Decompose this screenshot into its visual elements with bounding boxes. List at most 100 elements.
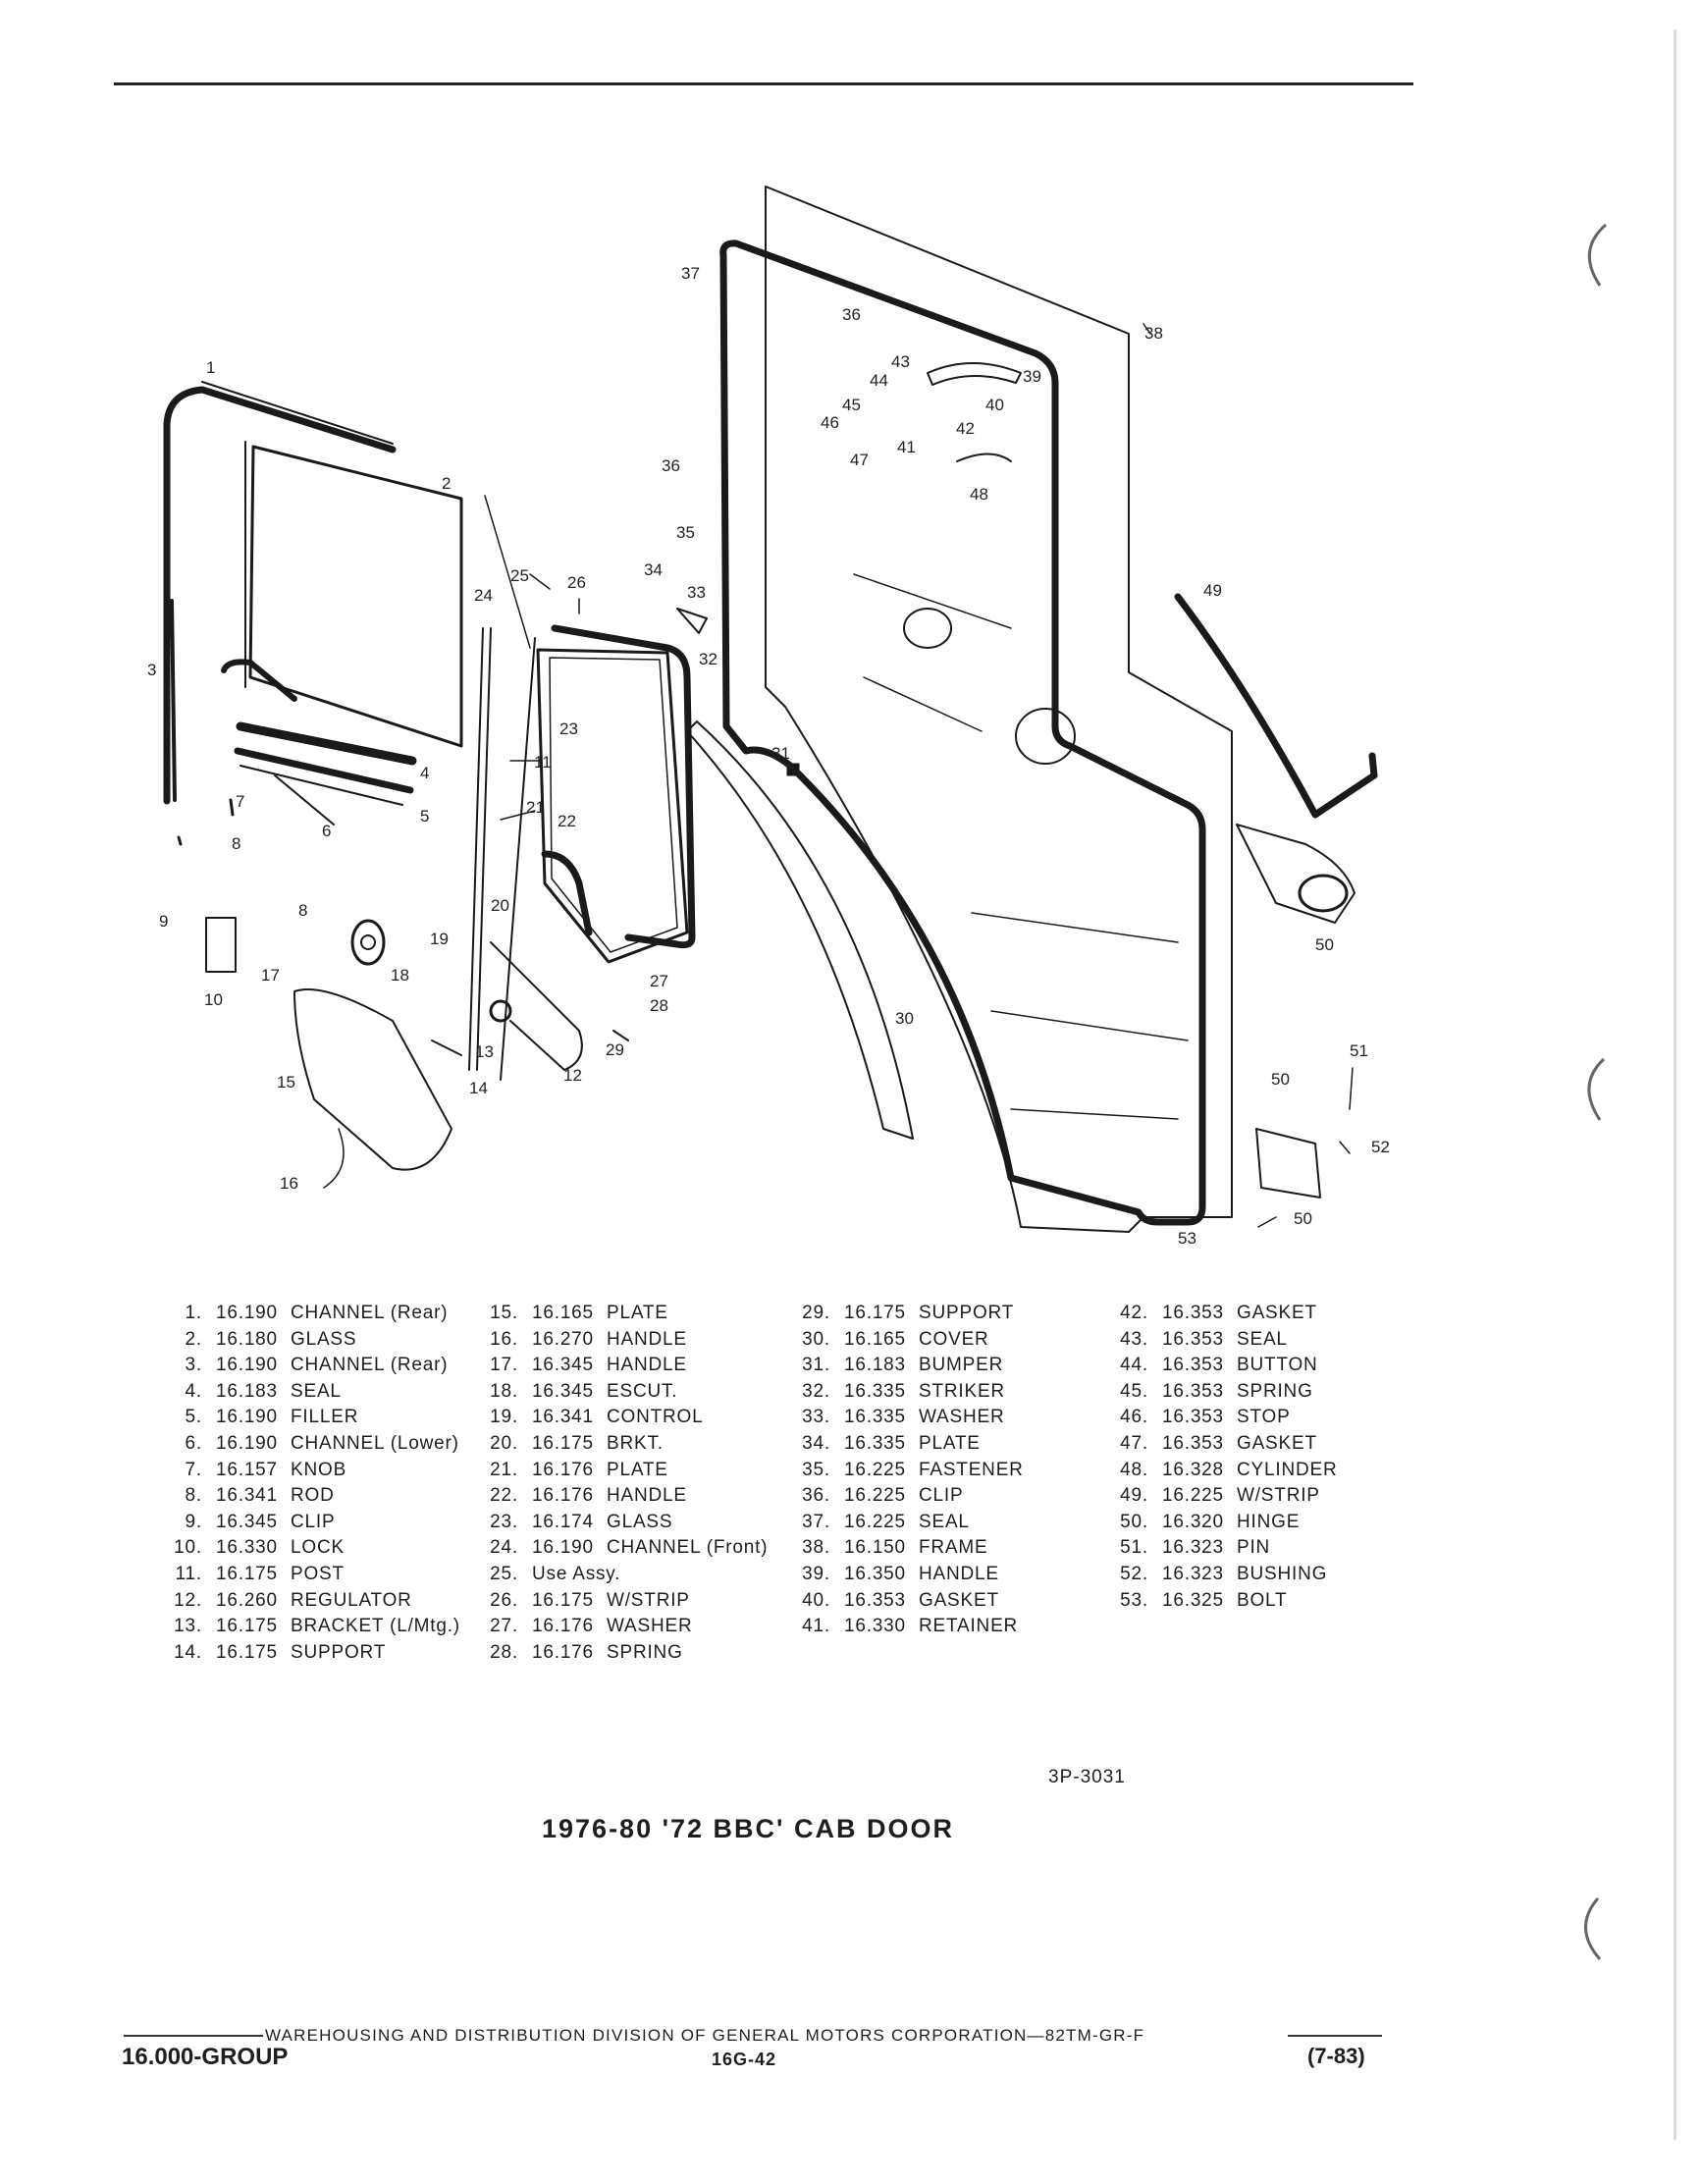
callout-7: 7 [236,792,244,811]
callout-29: 29 [606,1040,624,1059]
callout-26: 26 [567,573,586,592]
page-number: 16G-42 [712,2050,777,2069]
page-title: 1976-80 '72 BBC' CAB DOOR [542,1814,954,1843]
callout-53: 53 [1178,1229,1196,1248]
binder-hole-mark [1584,1897,1602,1960]
callout-30: 30 [895,1009,914,1028]
callout-17: 17 [261,966,280,985]
callout-49: 49 [1203,581,1222,600]
callout-5: 5 [420,807,429,826]
footer-division-line: WAREHOUSING AND DISTRIBUTION DIVISION OF… [265,2026,1145,2045]
lower-channel-part [221,659,297,702]
callout-23: 23 [559,719,578,738]
outside-handle-part [927,362,1022,386]
lock-part [205,917,237,973]
callout-37: 37 [681,264,700,283]
callout-9: 9 [159,912,168,931]
callout-4: 4 [420,764,429,782]
door-seal-part [719,240,1206,1226]
callout-18: 18 [391,966,409,985]
callout-38: 38 [1144,324,1163,343]
footer-rule-right [1288,2035,1382,2037]
group-label: 16.000-GROUP [122,2044,289,2070]
callout-21: 21 [526,798,545,817]
escutcheon-part [350,919,386,966]
callout-14: 14 [469,1079,488,1097]
callout-32: 32 [699,650,718,668]
footer-rule-left [124,2035,263,2037]
callout-43: 43 [891,352,910,371]
callout-27: 27 [650,972,668,990]
callout-41: 41 [897,438,916,456]
hinge-upper-part [1236,824,1355,924]
rear-channel-part [163,386,397,805]
trim-plate-part [293,988,452,1171]
callout-39: 39 [1023,367,1041,386]
top-rule [114,82,1413,85]
binder-hole-mark [1587,1057,1606,1121]
callout-24: 24 [474,586,493,605]
callout-8b: 8 [298,901,307,920]
hinge-weatherstrip-part [1174,593,1378,819]
callout-1: 1 [206,358,215,377]
callout-16: 16 [280,1174,298,1193]
glass-part [248,445,463,748]
callout-50b: 50 [1271,1070,1290,1089]
callout-12: 12 [563,1066,582,1085]
vent-glass-part [536,648,689,964]
callout-25: 25 [510,566,529,585]
callout-52: 52 [1371,1138,1390,1156]
binder-hole-mark [1587,223,1607,287]
regulator-part [490,941,583,1071]
striker-part [676,608,708,634]
callout-48: 48 [970,485,988,504]
callout-40: 40 [985,396,1004,414]
hinge-lower-part [1255,1128,1321,1199]
callout-13: 13 [475,1042,494,1061]
callout-50a: 50 [1315,935,1334,954]
callout-45: 45 [842,396,861,414]
callout-51: 51 [1350,1041,1368,1060]
vent-weatherstrip-part [551,624,696,949]
callout-35: 35 [676,523,695,542]
callout-42: 42 [956,419,975,438]
